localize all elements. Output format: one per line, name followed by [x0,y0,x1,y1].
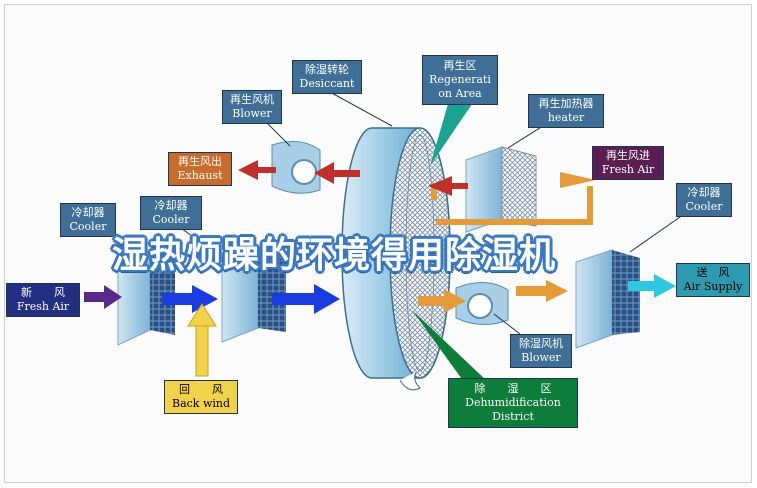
heater-to-wheel-arrow [428,176,452,196]
label-dehum-blower: 除湿风机 Blower [510,334,572,368]
exhaust-arrows [238,160,360,184]
dehum-blower-unit [455,282,509,325]
label-fresh-air: 新 风 Fresh Air [6,283,80,317]
label-cooler-left: 冷却器 Cooler [60,203,116,237]
label-regeneration-area: 再生区 Regenerati on Area [422,55,498,105]
heater-unit [465,146,537,233]
dry-air-arrows [418,280,568,313]
back-wind-arrow [187,303,217,377]
label-regen-blower: 再生风机 Blower [222,90,282,124]
cooler-right-unit [575,249,640,349]
label-supply: 送 风 Air Supply [676,263,750,297]
fresh-air-arrow [84,285,122,309]
regen-area-pointer [430,104,472,166]
cooler-mid-unit [221,249,286,343]
label-regen-heater: 再生加热器 heater [528,94,604,128]
supply-arrow [628,274,676,298]
heater-to-wheel-shaft [450,183,468,189]
district-pointer [412,310,488,382]
label-exhaust: 再生风出 Exhaust [168,152,232,186]
regen-blower-unit [271,140,321,194]
label-back-wind: 回 风 Back wind [164,380,238,414]
banner-title: 湿热烦躁的环境得用除湿机 [112,235,557,276]
process-air-arrows [162,284,340,314]
label-dehum-district: 除 湿 区 Dehumidification District [448,378,578,428]
label-cooler-right: 冷却器 Cooler [676,183,732,217]
label-desiccant: 除湿转轮 Desiccant [292,60,362,94]
regen-inlet-arrow [560,172,596,188]
label-cooler-mid: 冷却器 Cooler [140,196,202,230]
label-fresh-air-in: 再生风进 Fresh Air [592,146,664,180]
